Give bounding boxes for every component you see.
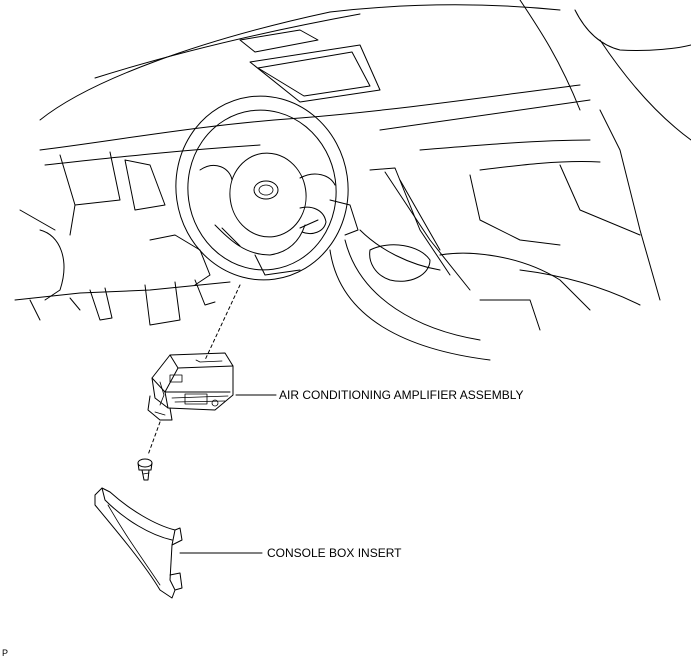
corner-mark: P [2, 648, 8, 658]
install-location-leader [204, 284, 241, 361]
console-box-insert-part [94, 487, 183, 599]
steering-wheel [175, 95, 349, 281]
instrument-panel [14, 0, 691, 361]
screw-part [137, 458, 153, 481]
console-insert-callout: CONSOLE BOX INSERT [267, 546, 402, 560]
amplifier-callout: AIR CONDITIONING AMPLIFIER ASSEMBLY [279, 388, 524, 402]
air-conditioning-amplifier-part [147, 352, 234, 421]
screw-leader [147, 421, 161, 456]
